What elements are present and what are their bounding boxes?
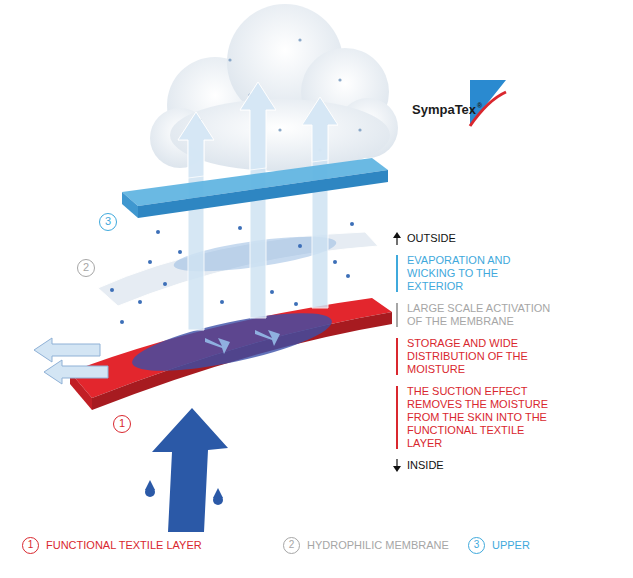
callout-number: 2 — [77, 259, 95, 277]
legend-text: UPPER — [492, 539, 530, 552]
vapour-arrows-top — [178, 82, 338, 178]
legend-number: 3 — [474, 539, 480, 550]
legend-swatch: 3 — [468, 537, 485, 554]
scale-arrowhead — [393, 232, 401, 238]
scale-segment — [396, 237, 397, 245]
legend-number: 1 — [28, 539, 34, 550]
scale-segment — [396, 303, 398, 327]
legend-text: HYDROPHILIC MEMBRANE — [307, 539, 449, 552]
logo-text: SympaTex — [412, 102, 476, 117]
side-note: THE SUCTION EFFECT REMOVES THE MOISTURE … — [407, 385, 552, 450]
logo: SympaTex® — [412, 102, 482, 117]
scale-segment — [396, 459, 397, 467]
side-note: INSIDE — [407, 459, 552, 472]
hydrophilic-membrane — [98, 230, 378, 306]
legend-item: 1 FUNCTIONAL TEXTILE LAYER — [22, 537, 202, 554]
functional-textile-layer — [70, 298, 392, 410]
legend-swatch: 1 — [22, 537, 39, 554]
side-note: LARGE SCALE ACTIVATION OF THE MEMBRANE — [407, 302, 552, 328]
side-note: OUTSIDE — [407, 232, 552, 245]
legend-number: 2 — [289, 539, 295, 550]
side-column: OUTSIDE EVAPORATION AND WICKING TO THE EX… — [407, 232, 552, 472]
scale-segment — [396, 255, 398, 292]
scale-arrowhead — [393, 466, 401, 472]
side-note: EVAPORATION AND WICKING TO THE EXTERIOR — [407, 254, 552, 293]
skin-moisture-arrow — [145, 408, 228, 532]
vapour-cloud — [150, 4, 398, 171]
scale-segment — [396, 338, 398, 375]
callout-number: 3 — [99, 213, 117, 231]
legend-item: 3 UPPER — [468, 537, 530, 554]
legend-item: 2 HYDROPHILIC MEMBRANE — [283, 537, 449, 554]
callout-number: 1 — [113, 415, 131, 433]
scale-segment — [396, 386, 398, 449]
vapour-dots — [198, 38, 361, 151]
distribution-arrows — [34, 338, 108, 384]
registered-mark: ® — [477, 102, 482, 109]
legend-text: FUNCTIONAL TEXTILE LAYER — [46, 539, 202, 552]
side-note: STORAGE AND WIDE DISTRIBUTION OF THE MOI… — [407, 337, 552, 376]
legend-swatch: 2 — [283, 537, 300, 554]
